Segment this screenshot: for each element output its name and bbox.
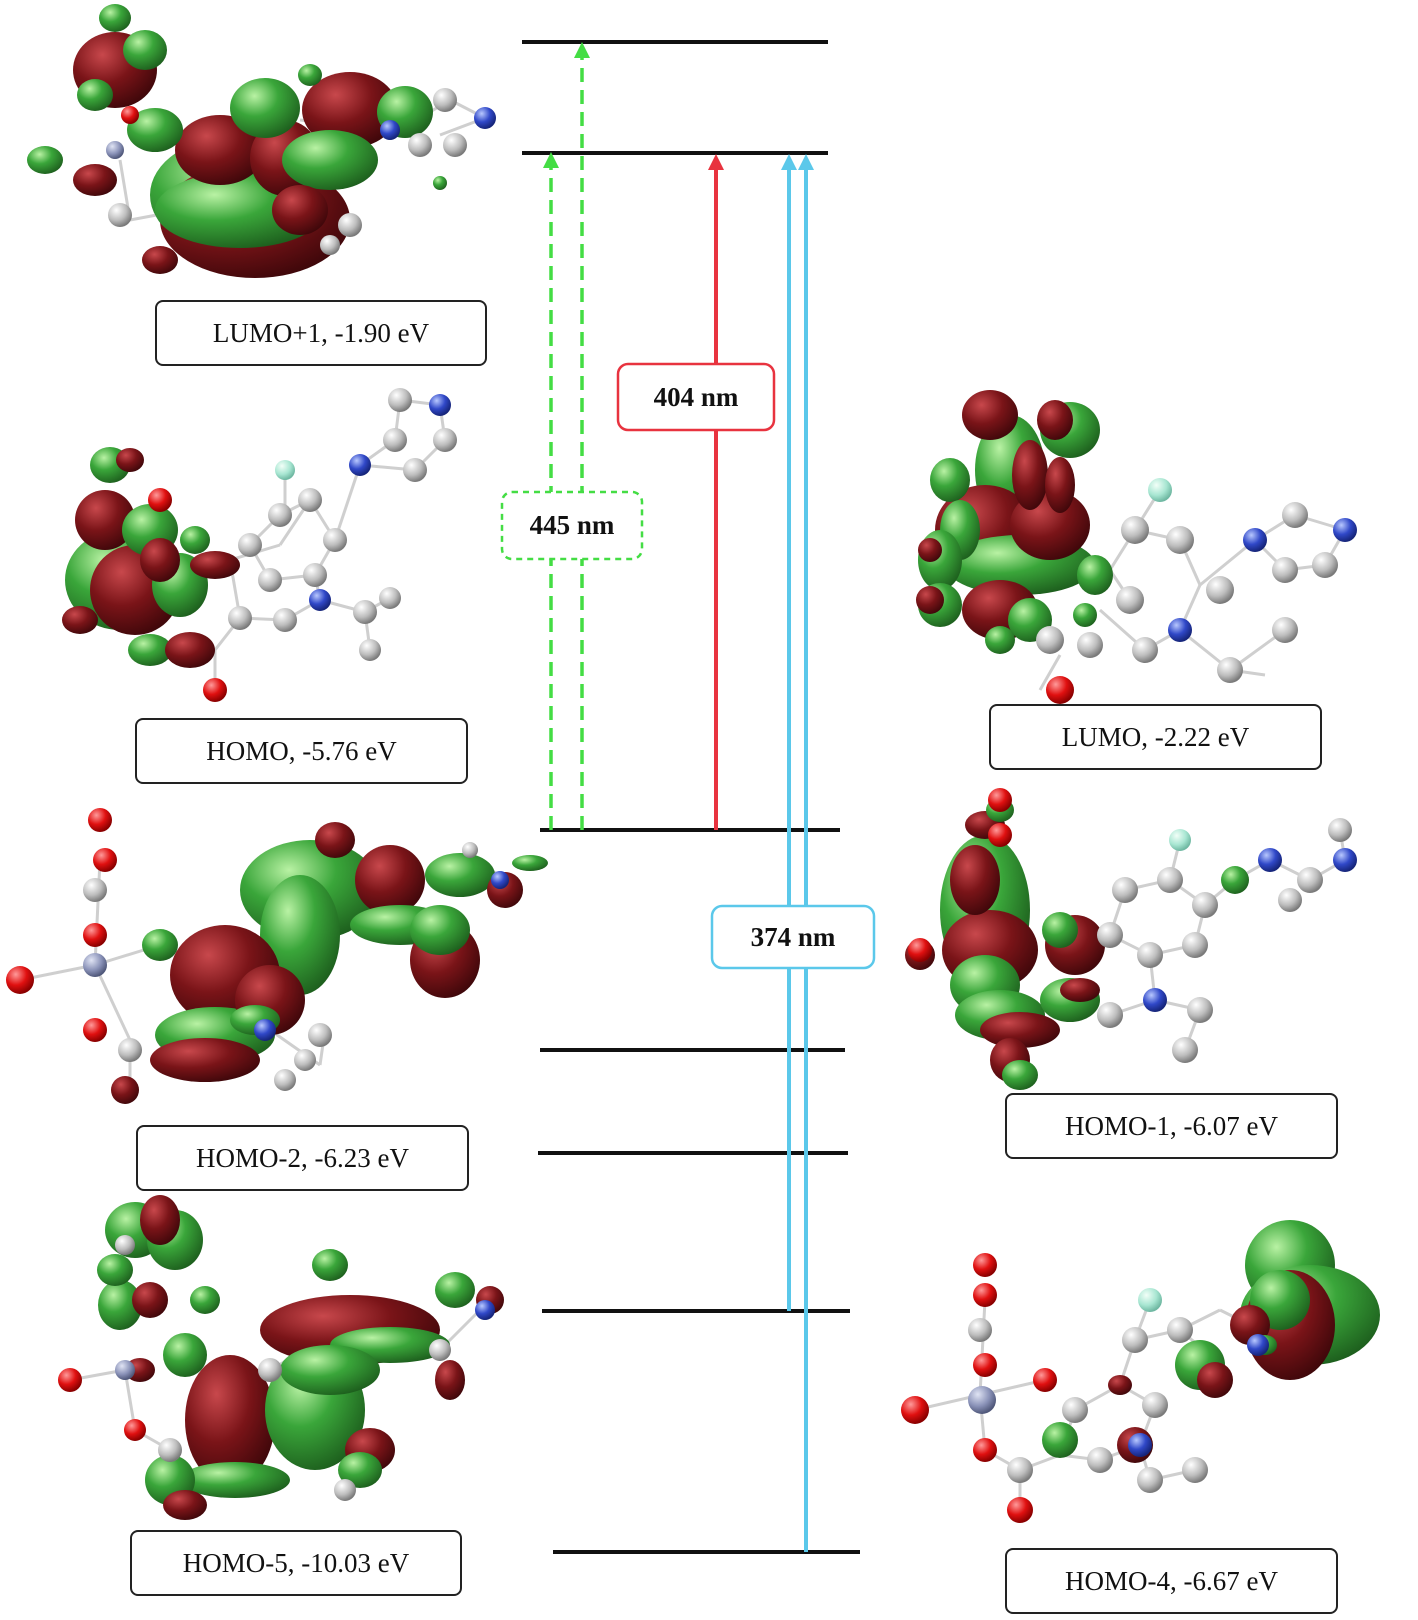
orbital-label-lumo: LUMO, -2.22 eV	[989, 704, 1322, 770]
arrow-374-b	[798, 154, 814, 1552]
orbital-label-homo5: HOMO-5, -10.03 eV	[130, 1530, 462, 1596]
lumo-molecule	[916, 390, 1357, 704]
homo-molecule	[62, 388, 457, 702]
transition-label-445: 445 nm	[504, 494, 640, 557]
orbital-label-homo: HOMO, -5.76 eV	[135, 718, 468, 784]
arrow-404	[708, 154, 724, 830]
homo4-molecule	[901, 1220, 1380, 1523]
transition-label-374: 374 nm	[714, 908, 872, 966]
arrow-445-b	[574, 42, 590, 830]
homo2-molecule	[6, 808, 548, 1104]
orbital-label-homo4: HOMO-4, -6.67 eV	[1005, 1548, 1338, 1614]
homo5-molecule	[58, 1195, 504, 1520]
orbital-label-homo1: HOMO-1, -6.07 eV	[1005, 1093, 1338, 1159]
energy-levels	[522, 40, 860, 1554]
arrow-374-a	[781, 154, 797, 1311]
lumo1-molecule	[27, 4, 496, 278]
transition-label-404: 404 nm	[620, 366, 772, 428]
homo1-molecule	[905, 788, 1357, 1090]
orbital-label-homo2: HOMO-2, -6.23 eV	[136, 1125, 469, 1191]
orbital-label-lumo1: LUMO+1, -1.90 eV	[155, 300, 487, 366]
transition-arrows	[543, 42, 814, 1552]
